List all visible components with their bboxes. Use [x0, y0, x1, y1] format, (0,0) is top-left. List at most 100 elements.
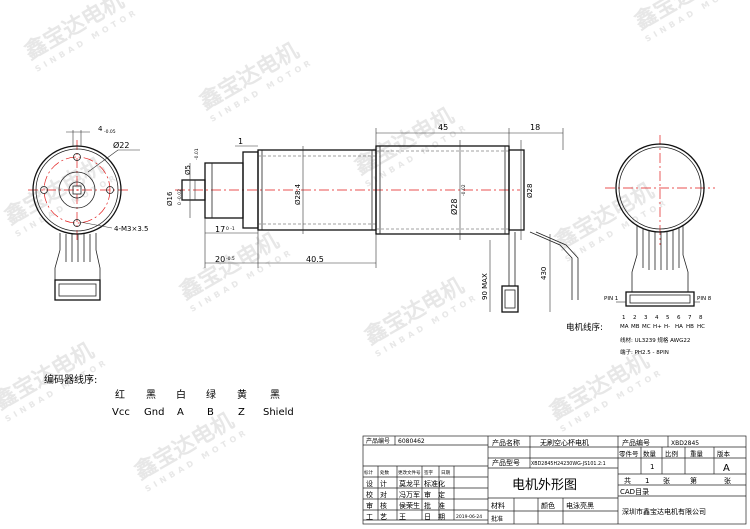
tb-material-label: 材料: [491, 501, 505, 510]
tb-role: 工 艺: [366, 513, 387, 521]
tb-role2: 审 定: [424, 490, 445, 499]
tb-name: 侯荣生: [399, 501, 420, 510]
tb-color-value: 电泳亮黑: [566, 501, 594, 510]
encoder-signal: Gnd: [144, 407, 164, 418]
watermark-cn: 鑫宝达电机: [20, 0, 128, 65]
tb-product-name: 无刷空心杯电机: [540, 438, 589, 447]
tb-color-label: 颜色: [541, 501, 555, 510]
dim-20-tol: -0.5: [226, 256, 235, 262]
pin-label: MB: [631, 324, 640, 330]
tb-part-no: XBD2845: [671, 440, 699, 447]
pin-table: 1 2 3 4 5 6 7 8 MA MB MC H+ H- HA HB HC …: [620, 315, 705, 356]
side-view: 45 18 1 17 0 -1 20 -0.5 40.5 Ø16 0 -0.02…: [166, 123, 579, 313]
front-view: 4 -0.05 Ø22 4-M3×3.5: [28, 125, 148, 301]
encoder-color: 绿: [206, 388, 216, 401]
dim-dia16-tol: 0 -0.02: [177, 189, 183, 205]
dim-dia5-tol: -0.01: [194, 148, 200, 160]
tb-date: 2019-06-24: [456, 514, 482, 520]
tb-rev-col: 签字: [424, 469, 433, 476]
dim-90max-label: 90 MAX: [481, 273, 489, 300]
encoder-color: 白: [176, 388, 186, 401]
pin-number: 8: [699, 315, 703, 321]
encoder-title: 编码器线序:: [44, 373, 97, 386]
dim-mount-holes-label: 4-M3×3.5: [114, 225, 148, 233]
dim-18-label: 18: [530, 123, 540, 132]
pin-number: 3: [644, 315, 648, 321]
pin1-label: PIN 1: [604, 296, 618, 302]
pin-label: MC: [642, 324, 651, 330]
tb-product-no-label: 产品编号: [366, 437, 390, 445]
tb-cad: CAD目录: [620, 488, 649, 496]
tb-role2: 批 准: [424, 501, 445, 510]
tb-product-name-label: 产品名称: [492, 438, 520, 447]
encoder-color: 黑: [270, 389, 280, 401]
encoder-color: 黑: [146, 389, 156, 401]
tb-col-version: 版本: [717, 449, 731, 458]
tb-name: 莫龙平: [399, 479, 420, 488]
wire-note-2: 端子: PH2.5 - 8PIN: [620, 348, 669, 356]
pin-number: 7: [688, 315, 692, 321]
tb-approve: 批准: [491, 515, 503, 523]
dim-4-label: 4: [98, 125, 103, 133]
encoder-wiring: 编码器线序: 红 黑 白 绿 黄 黑 Vcc Gnd A B Z Shield: [44, 373, 294, 418]
pin-label: H+: [653, 324, 662, 330]
encoder-signal: B: [207, 407, 214, 418]
motor-wiring-title: 电机线序:: [566, 322, 603, 333]
tb-product-model-label: 产品型号: [492, 458, 520, 467]
pin-number: 1: [622, 315, 626, 321]
encoder-signal: Vcc: [112, 407, 130, 418]
pin-label: MA: [620, 324, 629, 330]
tb-col-qty: 数量: [643, 449, 657, 458]
dim-4-tol: -0.05: [104, 129, 116, 135]
tb-role2: 标准化: [424, 479, 445, 488]
tb-name: 王: [399, 513, 406, 521]
dim-45-label: 45: [438, 123, 448, 132]
tb-sheet-total-prefix: 共: [624, 476, 631, 485]
pin-number: 4: [655, 315, 659, 321]
dim-dia16-label: Ø16: [166, 191, 174, 206]
tb-role: 校 对: [366, 490, 387, 499]
dim-40-5-label: 40.5: [306, 255, 324, 264]
wire-note-1: 线材: UL3239 规格 AWG22: [620, 336, 690, 344]
encoder-signal: Shield: [263, 407, 294, 418]
tb-col-part: 零件号: [619, 449, 639, 458]
tb-col-scale: 比例: [665, 449, 678, 458]
pin-label: HA: [675, 324, 683, 330]
tb-company: 深圳市鑫宝达电机有限公司: [622, 507, 706, 516]
tb-name: 冯万军: [399, 491, 420, 499]
tb-qty-value: 1: [650, 463, 654, 471]
tb-version-value: A: [723, 463, 730, 474]
pin-label: H-: [664, 324, 670, 330]
encoder-color: 红: [115, 388, 125, 401]
tb-sheet-no-unit: 张: [724, 476, 731, 485]
tb-sheet-no-prefix: 第: [690, 476, 697, 485]
tb-rev-col: 处数: [380, 469, 389, 476]
dim-dia28-rear-label: Ø28: [526, 184, 534, 198]
dim-dia28-label: Ø28: [449, 199, 459, 215]
pin-number: 6: [677, 315, 681, 321]
pin-number: 5: [666, 315, 670, 321]
dim-dia28-tol: -0.02: [461, 184, 467, 196]
pin-label: HC: [697, 324, 705, 330]
dim-20-label: 20: [215, 255, 225, 264]
tb-rev-col: 标计: [364, 469, 373, 476]
encoder-signal: A: [177, 407, 184, 418]
tb-role: 设 计: [366, 479, 387, 488]
dim-dia22-label: Ø22: [113, 140, 129, 150]
encoder-color: 黄: [237, 388, 247, 401]
tb-sheet-unit: 张: [663, 476, 670, 485]
tb-sheet-total: 1: [645, 477, 649, 485]
tb-rev-col: 日期: [441, 470, 450, 476]
tb-rev-col: 更改文件号: [398, 469, 421, 476]
dim-17-label: 17: [215, 225, 225, 234]
rear-view: PIN 1 PIN 8 电机线序:: [566, 135, 715, 333]
dim-dia5-label: Ø5: [184, 165, 192, 175]
encoder-signal: Z: [238, 407, 245, 418]
tb-drawing-title: 电机外形图: [512, 478, 577, 493]
tb-part-no-label: 产品编号: [622, 438, 650, 447]
tb-role: 审 核: [366, 501, 387, 510]
dim-17-tol: 0 -1: [226, 226, 235, 232]
tb-product-model: XBD2845H24230WG-JS101.2:1: [531, 461, 606, 467]
dim-dia28-4-label: Ø28.4: [294, 183, 302, 205]
tb-col-weight: 重量: [690, 450, 704, 458]
